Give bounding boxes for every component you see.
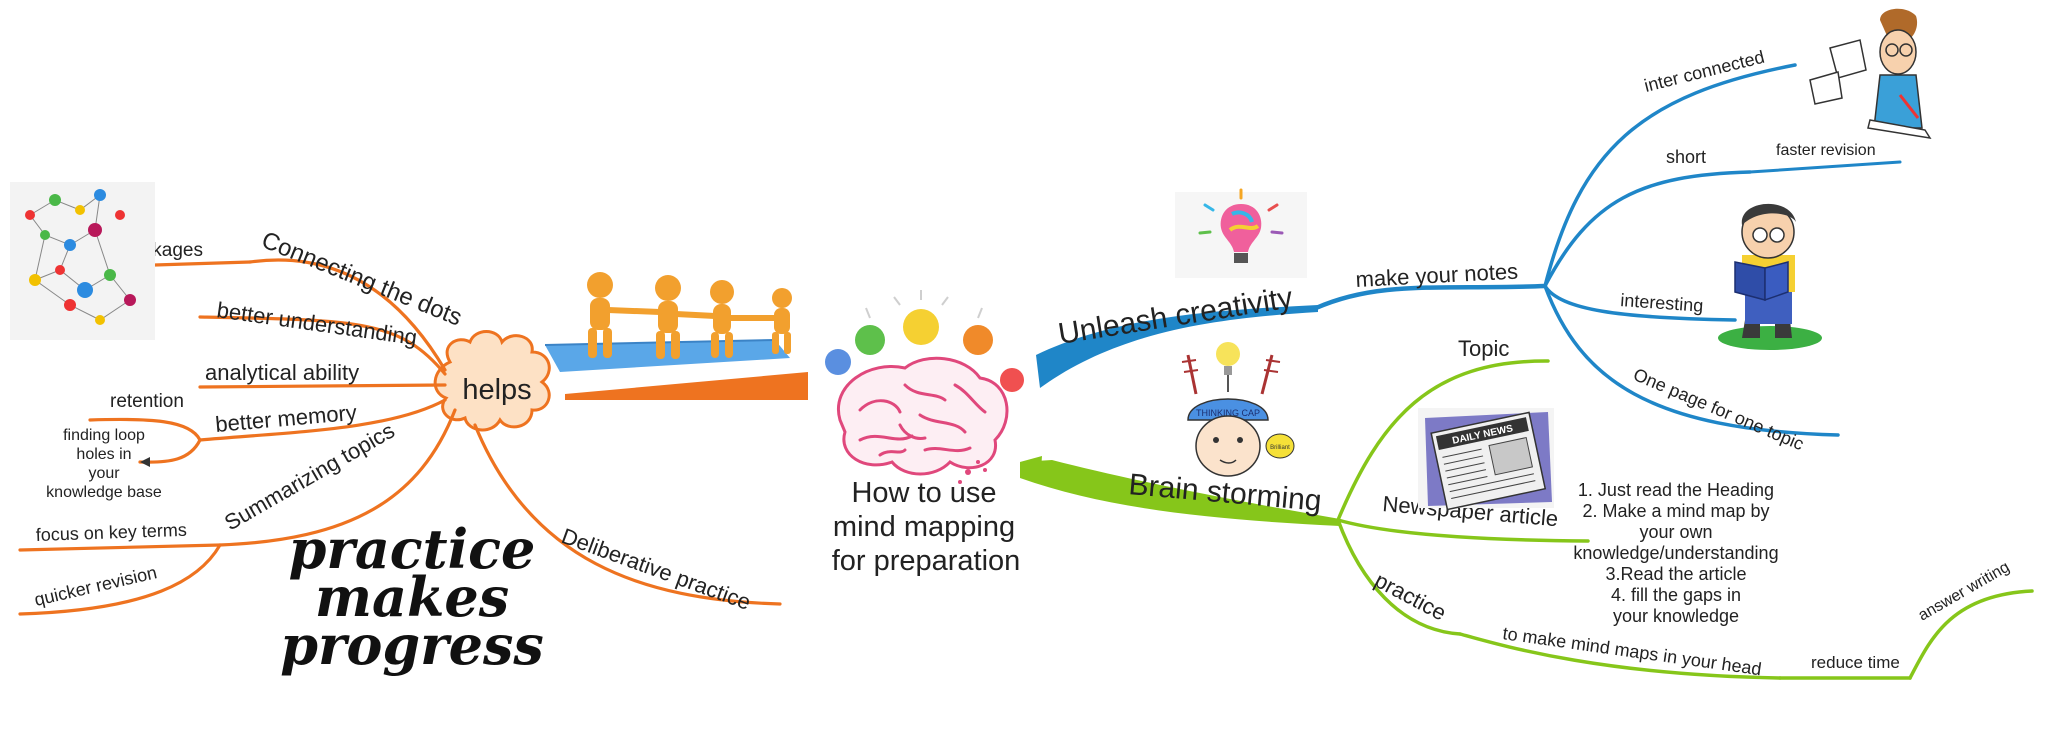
brain-with-lightbulbs-icon: [825, 290, 1024, 484]
daily-news-newspaper-icon: DAILY NEWS: [1418, 408, 1554, 511]
analytical-ability-label: analytical ability: [205, 360, 359, 385]
loop-holes-line-4: knowledge base: [46, 484, 162, 501]
helps-label: helps: [462, 374, 531, 406]
branch-mind-maps-head: [1458, 632, 1782, 680]
branch-summarizing-topics: [218, 408, 457, 547]
branch-better-memory: [198, 398, 447, 442]
unleash-creativity-label: Unleash creativity: [1056, 281, 1295, 351]
step-line-1: 1. Just read the Heading: [1578, 480, 1774, 500]
loop-holes-line-1: finding loop: [63, 427, 145, 444]
topic-label: Topic: [1458, 336, 1509, 361]
central-topic-line-2: mind mapping: [833, 511, 1015, 543]
arrow-left-icon: [140, 457, 150, 467]
stressed-man-icon: [1809, 8, 1932, 140]
deliberative-practice-label: Deliberative practice: [558, 523, 754, 615]
reduce-time-label: reduce time: [1811, 653, 1900, 672]
helps-cloud: [433, 330, 551, 432]
lightbulb-icon: [825, 290, 1024, 392]
branch-interesting: [1543, 284, 1737, 322]
main-branch-brain-storming: [1020, 460, 1340, 526]
branch-focus-key-terms: [18, 543, 222, 552]
branch-short: [1543, 170, 1752, 288]
retention-label: retention: [110, 391, 184, 412]
branch-topic: [1336, 359, 1550, 522]
practice-art-line-1: practice: [289, 517, 536, 581]
branch-make-notes: [1313, 283, 1548, 311]
interesting-label: interesting: [1620, 290, 1704, 316]
branch-one-page: [1543, 284, 1840, 437]
central-topic-line-1: How to use: [851, 477, 996, 509]
one-page-label: One page for one topic: [1630, 364, 1806, 454]
step-line-4: knowledge/understanding: [1573, 543, 1778, 563]
practice-makes-progress-art: practice makes progress: [280, 517, 544, 677]
thinking-cap-kid-icon: THINKING CAP Brilliant: [1181, 342, 1295, 477]
branch-better-understanding: [198, 315, 447, 376]
branch-connecting-dots: [248, 258, 447, 372]
step-line-2: 2. Make a mind map by: [1582, 501, 1769, 521]
quicker-revision-label: quicker revision: [32, 562, 158, 610]
practice-art-line-2: makes: [315, 565, 509, 629]
branch-deliberative-practice: [473, 423, 782, 606]
step-line-6: 4. fill the gaps in: [1611, 585, 1741, 605]
branch-retention: [88, 417, 202, 442]
better-memory-label: better memory: [214, 400, 357, 437]
branch-answer-writing: [1908, 589, 2034, 680]
better-understanding-label: better understanding: [215, 297, 418, 350]
step-line-3: your own: [1639, 522, 1712, 542]
mind-maps-head-label: to make mind maps in your head: [1501, 623, 1762, 679]
branch-inter-connected: [1543, 63, 1797, 288]
main-branch-unleash-creativity: [1036, 305, 1318, 388]
lightbulb-icon: [1175, 188, 1307, 278]
branch-analytical-ability: [198, 383, 447, 389]
focus-key-terms-label: focus on key terms: [35, 520, 187, 545]
answer-writing-label: answer writing: [1916, 559, 2013, 625]
loop-holes-line-2: holes in: [76, 446, 131, 463]
short-label: short: [1666, 147, 1706, 167]
reading-boy-icon: [1718, 203, 1822, 350]
practice-art-line-3: progress: [280, 613, 544, 677]
step-line-7: your knowledge: [1613, 606, 1739, 626]
faster-revision-label: faster revision: [1776, 142, 1876, 159]
thinking-cap-text: THINKING CAP: [1196, 408, 1260, 418]
loop-holes-line-3: your: [88, 465, 120, 482]
teamwork-puzzle-icon: [544, 272, 792, 372]
connected-dots-network-icon: [10, 182, 155, 340]
central-topic-line-3: for preparation: [832, 545, 1021, 577]
main-branch-helps: [565, 372, 808, 400]
branch-newspaper-article: [1336, 518, 1590, 543]
kid-bubble-text: Brilliant: [1270, 445, 1290, 451]
branch-faster-revision: [1748, 160, 1902, 174]
step-line-5: 3.Read the article: [1605, 564, 1746, 584]
branch-quicker-revision: [18, 543, 222, 616]
branch-practice: [1336, 518, 1462, 636]
